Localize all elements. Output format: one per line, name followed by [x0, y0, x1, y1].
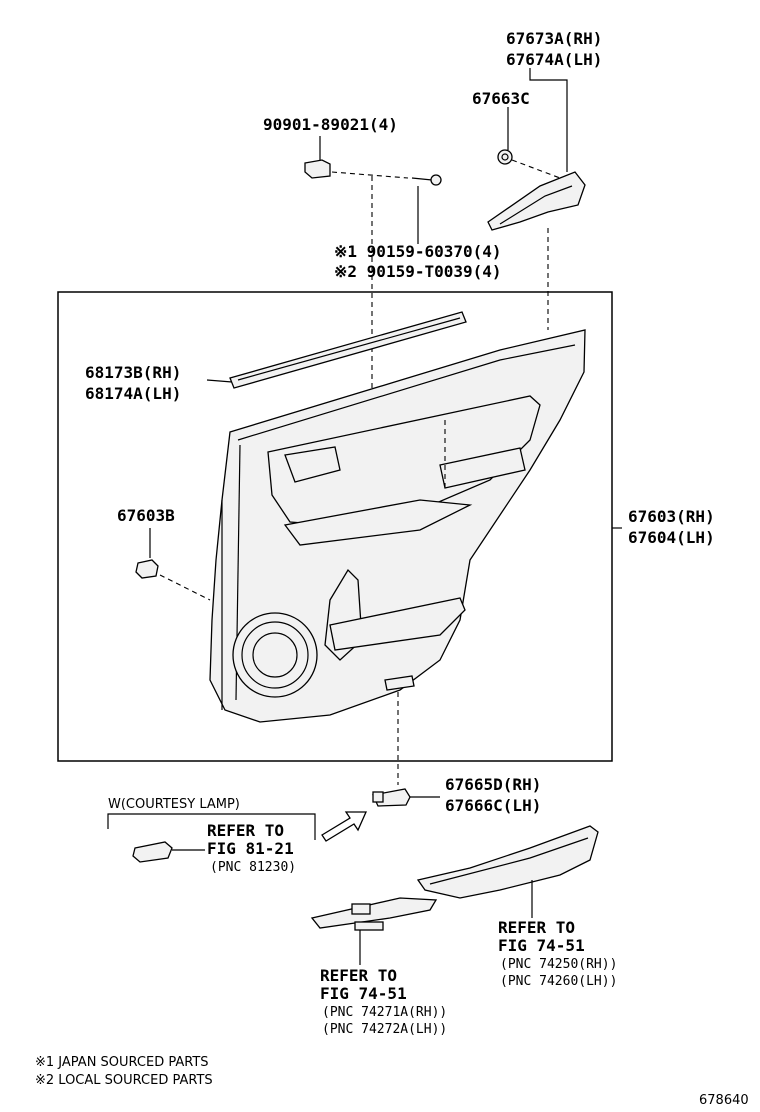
label-67666c: 67666C(LH) [445, 796, 541, 815]
courtesy-refer: REFER TO [207, 821, 284, 840]
label-67673a: 67673A(RH) [506, 29, 602, 48]
courtesy-title: W(COURTESY LAMP) [108, 797, 240, 812]
label-67603b: 67603B [117, 506, 175, 525]
courtesy-bracket [107, 813, 316, 840]
guide-clip [511, 159, 561, 179]
figure-id: 678640 [699, 1093, 749, 1108]
note-japan: ※1 JAPAN SOURCED PARTS [35, 1055, 209, 1070]
ref74271-refer: REFER TO [320, 966, 397, 985]
label-67604: 67604(LH) [628, 528, 715, 547]
label-90159-1: ※1 90159-60370(4) [334, 242, 502, 261]
leader-67673 [529, 68, 568, 172]
guide-67603b [159, 574, 211, 601]
clip-67663c[interactable] [497, 149, 513, 165]
label-90901: 90901-89021(4) [263, 115, 398, 134]
ref74250-rh: (PNC 74250(RH)) [500, 957, 617, 972]
armrest-74250-part[interactable] [416, 825, 599, 899]
courtesy-fig: FIG 81-21 [207, 839, 294, 858]
arrow-icon [321, 811, 368, 842]
ref74250-refer: REFER TO [498, 918, 575, 937]
ref74271-fig: FIG 74-51 [320, 984, 407, 1003]
courtesy-lamp-part[interactable] [132, 841, 205, 863]
label-67603: 67603(RH) [628, 507, 715, 526]
assembly-frame [57, 291, 613, 762]
switch-base-74271a-part[interactable] [310, 897, 438, 931]
label-90159-2: ※2 90159-T0039(4) [334, 262, 502, 281]
lamp-cover-67665d[interactable] [372, 788, 411, 807]
label-67674a: 67674A(LH) [506, 50, 602, 69]
clip-67603b[interactable] [135, 559, 159, 579]
ref74250-lh: (PNC 74260(LH)) [500, 974, 617, 989]
courtesy-pnc: (PNC 81230) [210, 860, 296, 875]
guide-90901 [331, 171, 409, 179]
ref74250-fig: FIG 74-51 [498, 936, 585, 955]
label-67665d: 67665D(RH) [445, 775, 541, 794]
ref74271-rh: (PNC 74271A(RH)) [322, 1005, 447, 1020]
door-trim-board[interactable] [209, 329, 586, 723]
armrest-pad-part[interactable] [487, 171, 586, 231]
label-68174a: 68174A(LH) [85, 384, 181, 403]
label-68173b: 68173B(RH) [85, 363, 181, 382]
ref74271-lh: (PNC 74272A(LH)) [322, 1022, 447, 1037]
clip-90901[interactable] [304, 159, 331, 179]
weatherstrip-68173b[interactable] [229, 311, 467, 389]
screw-90159[interactable] [411, 174, 442, 186]
label-67663c: 67663C [472, 89, 530, 108]
note-local: ※2 LOCAL SOURCED PARTS [35, 1073, 213, 1088]
leader-68173 [206, 379, 233, 383]
